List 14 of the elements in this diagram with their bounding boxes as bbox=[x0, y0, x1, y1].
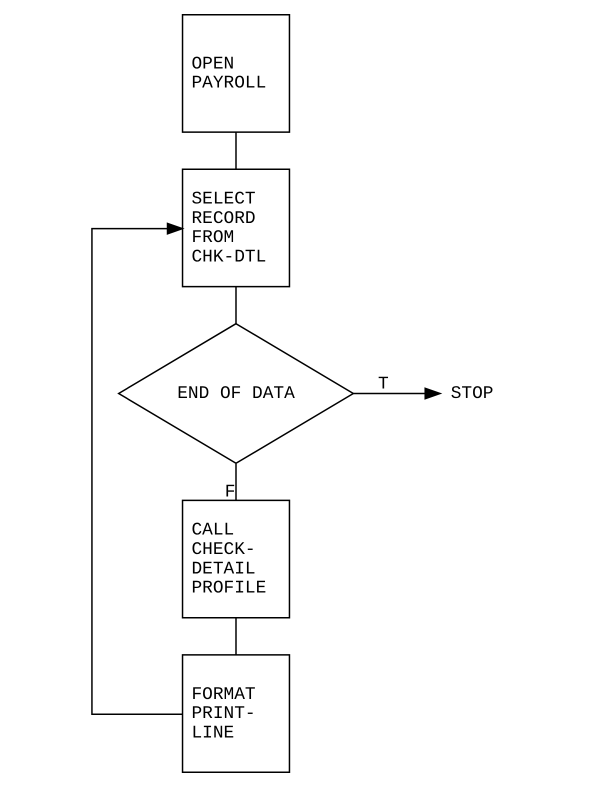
arrow bbox=[91, 222, 185, 716]
connector bbox=[235, 132, 237, 170]
node-box: FORMAT PRINT- LINE bbox=[182, 654, 290, 773]
edge-label: T bbox=[378, 374, 389, 394]
node-text: STOP bbox=[450, 384, 494, 404]
edge-label: F bbox=[224, 482, 236, 502]
connector bbox=[235, 618, 237, 655]
connector bbox=[235, 464, 237, 500]
node-box: SELECT RECORD FROM CHK-DTL bbox=[182, 168, 290, 288]
arrow bbox=[353, 387, 442, 400]
node-diamond: END OF DATA bbox=[117, 322, 355, 464]
node-box: OPEN PAYROLL bbox=[182, 14, 290, 133]
connector bbox=[235, 286, 237, 324]
node-box: CALL CHECK- DETAIL PROFILE bbox=[182, 500, 290, 618]
